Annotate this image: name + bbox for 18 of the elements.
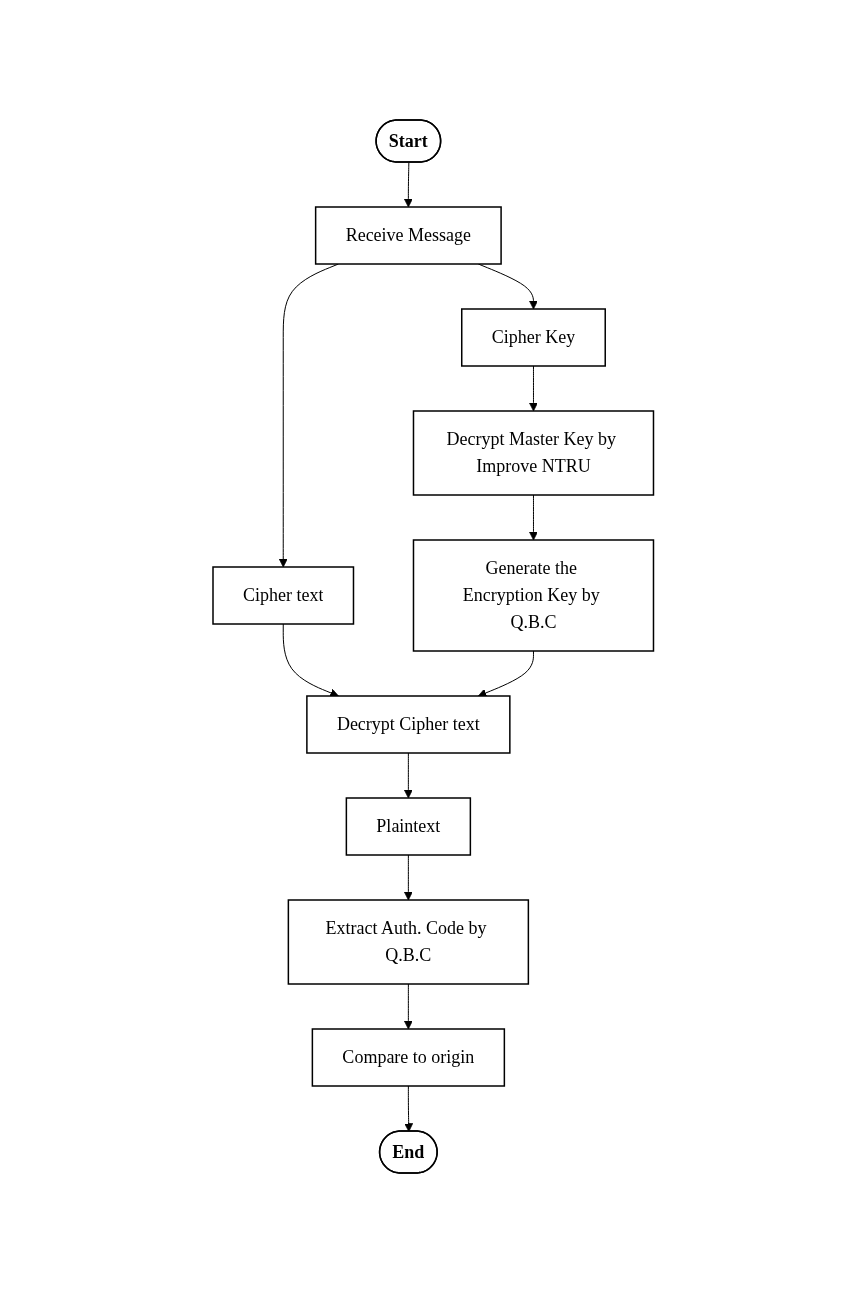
arrow (404, 1085, 413, 1132)
node-box: Plaintext (345, 797, 471, 856)
node-box: Cipher text (212, 566, 354, 625)
arrow (403, 162, 413, 208)
arrow (282, 623, 339, 698)
arrow (403, 854, 413, 901)
arrow (477, 650, 534, 698)
node-box: Cipher Key (460, 308, 606, 367)
node-box: Compare to origin (311, 1028, 505, 1087)
arrow (403, 752, 413, 799)
node-box: Extract Auth. Code by Q.B.C (287, 899, 529, 985)
node-box: Receive Message (314, 206, 502, 265)
arrow (403, 983, 413, 1030)
node-box: Generate the Encryption Key by Q.B.C (412, 539, 654, 652)
arrow (528, 494, 538, 541)
node-box: Decrypt Master Key by Improve NTRU (412, 410, 654, 496)
node-box: Decrypt Cipher text (305, 695, 511, 754)
arrow (528, 365, 538, 412)
